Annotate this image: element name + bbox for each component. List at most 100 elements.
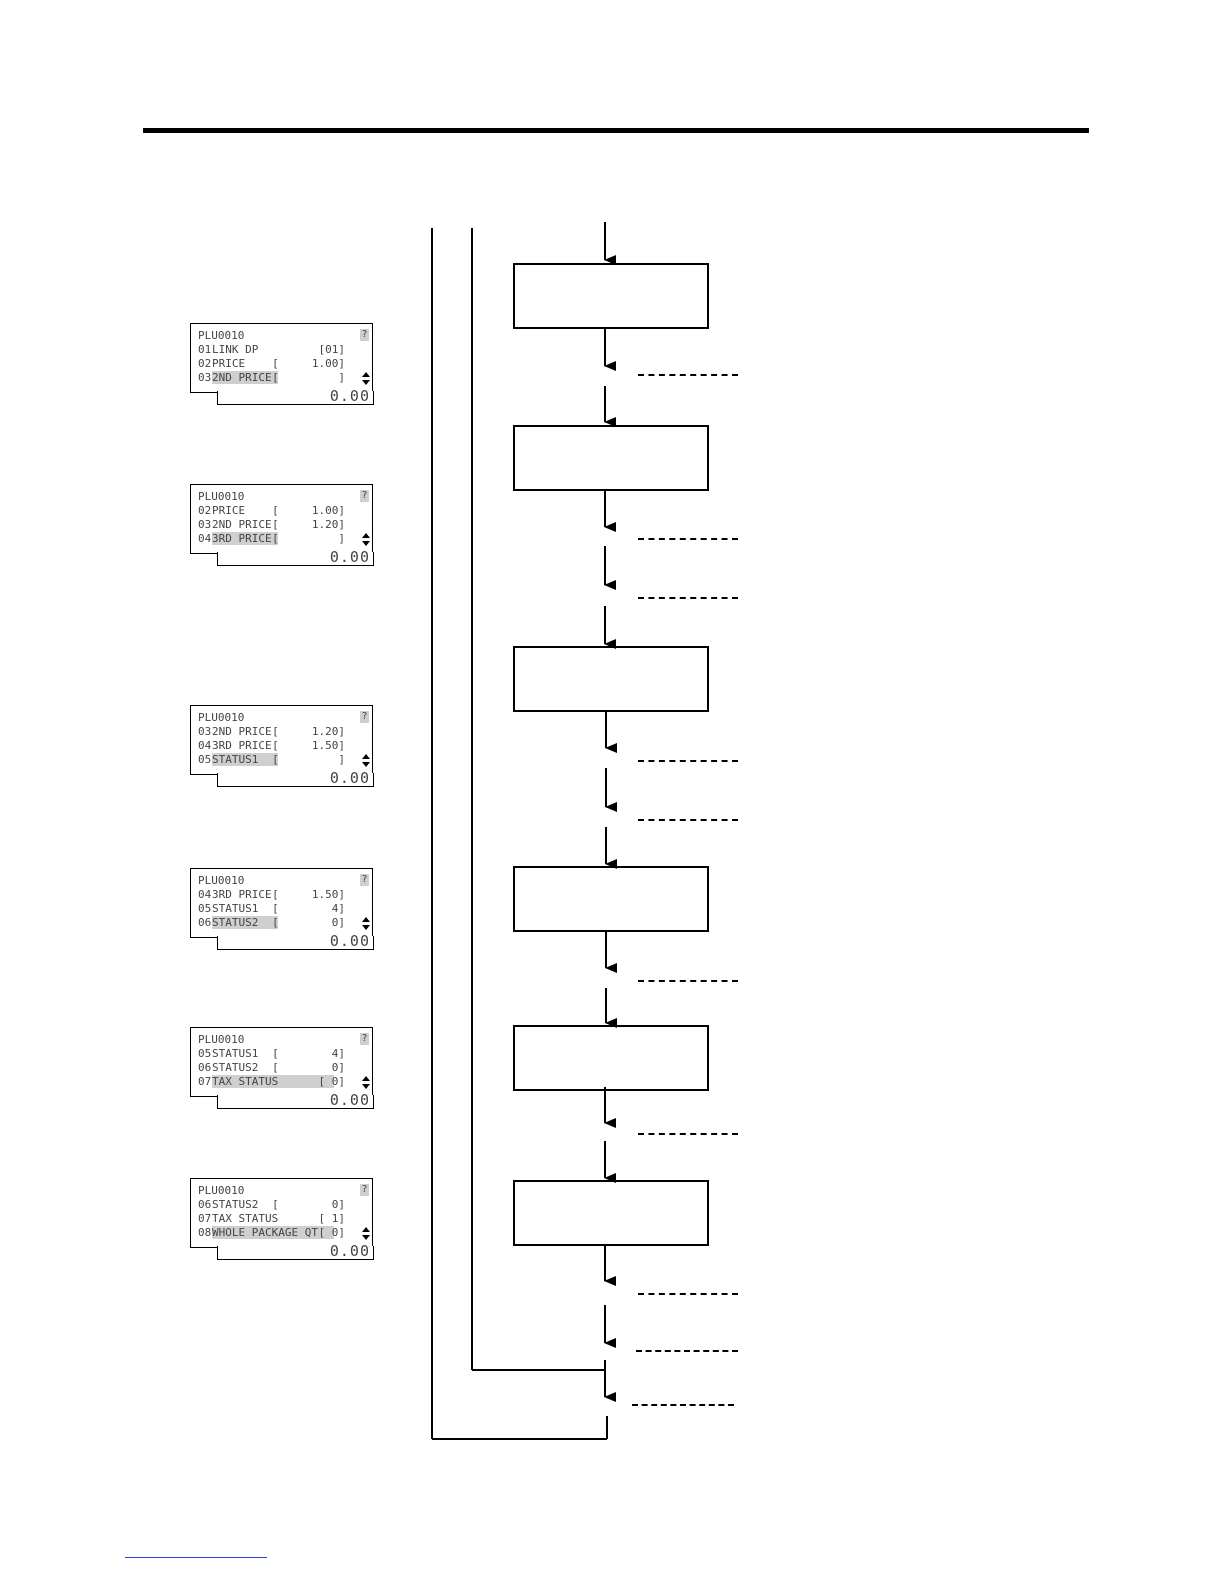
lcd-row-number: 05 xyxy=(198,1047,212,1060)
dashed-leader-7 xyxy=(638,1133,738,1135)
lcd-row-value: [ 0] xyxy=(318,1075,346,1088)
lcd-total: 0.00 xyxy=(329,1242,370,1260)
dashed-leader-3 xyxy=(638,597,738,599)
lcd-row-label: PRICE xyxy=(212,504,246,517)
lcd-row-number: 03 xyxy=(198,518,212,531)
dashed-leader-6 xyxy=(638,980,738,982)
up-down-arrow-icon xyxy=(362,1076,370,1089)
lcd-row: 05STATUS1 [ 4] xyxy=(198,1047,358,1060)
dashed-leader-4 xyxy=(638,760,738,762)
lcd-row: 07TAX STATUS [ 1] xyxy=(198,1212,358,1225)
lcd-row-label: 2ND PRICE xyxy=(212,725,272,738)
lcd-header: PLU0010 xyxy=(198,1033,245,1046)
lcd-row-label: STATUS2 xyxy=(212,916,278,929)
lcd-row-value: [ 0] xyxy=(272,1061,345,1074)
up-down-arrow-icon xyxy=(362,1227,370,1240)
lcd-total-tray: 0.00 xyxy=(217,932,374,950)
lcd-row-value: [ 1.00] xyxy=(272,504,345,517)
lcd-row-value: [01] xyxy=(318,343,346,356)
lcd-row-label: STATUS2 xyxy=(212,1198,259,1211)
lcd-total: 0.00 xyxy=(329,1091,370,1109)
lcd-row: 032ND PRICE[ 1.20] xyxy=(198,725,358,738)
lcd-total-tray: 0.00 xyxy=(217,1091,374,1109)
lcd-row: 06STATUS2 [ 0] xyxy=(198,1061,358,1074)
lcd-row-value: [ 1.20] xyxy=(272,725,345,738)
lcd-total-tray: 0.00 xyxy=(217,548,374,566)
lcd-row-number: 03 xyxy=(198,371,212,384)
lcd-total: 0.00 xyxy=(329,548,370,566)
lcd-row-label: 3RD PRICE xyxy=(212,532,278,545)
lcd-row-value: [ 1.50] xyxy=(272,888,345,901)
lcd-row-number: 02 xyxy=(198,357,212,370)
lcd-header: PLU0010 xyxy=(198,711,245,724)
lcd-row: 032ND PRICE[ 1.20] xyxy=(198,518,358,531)
lcd-row: 02PRICE[ 1.00] xyxy=(198,357,358,370)
up-down-arrow-icon xyxy=(362,754,370,767)
lcd-row-label: STATUS1 xyxy=(212,1047,259,1060)
lcd-row: 06STATUS2[ 0] xyxy=(198,916,358,929)
dashed-leader-8 xyxy=(638,1293,738,1295)
lcd-row-label: LINK DP xyxy=(212,343,259,356)
dashed-leader-10 xyxy=(632,1404,734,1406)
lcd-row-label: PRICE xyxy=(212,357,246,370)
question-mark-icon: ? xyxy=(360,490,369,502)
lcd-screen: PLU0010?043RD PRICE[ 1.50]05STATUS1[ 4]0… xyxy=(190,868,373,938)
lcd-display-4: PLU0010?043RD PRICE[ 1.50]05STATUS1[ 4]0… xyxy=(190,868,374,950)
lcd-row-number: 08 xyxy=(198,1226,212,1239)
lcd-row-number: 05 xyxy=(198,902,212,915)
top-rule xyxy=(143,128,1089,133)
lcd-row: 032ND PRICE[ ] xyxy=(198,371,358,384)
dashed-leader-2 xyxy=(638,538,738,540)
lcd-row-label: STATUS1 xyxy=(212,902,259,915)
lcd-row-label: STATUS2 xyxy=(212,1061,259,1074)
lcd-row: 05STATUS1[ ] xyxy=(198,753,358,766)
lcd-row-number: 02 xyxy=(198,504,212,517)
question-mark-icon: ? xyxy=(360,1184,369,1196)
dashed-leader-1 xyxy=(638,374,738,376)
lcd-row-number: 07 xyxy=(198,1075,212,1088)
flow-box-6 xyxy=(513,1180,709,1246)
lcd-row: 02PRICE [ 1.00] xyxy=(198,504,358,517)
lcd-row: 043RD PRICE[ ] xyxy=(198,532,358,545)
lcd-display-6: PLU0010?06STATUS2[ 0]07TAX STATUS [ 1] 08W… xyxy=(190,1178,374,1260)
question-mark-icon: ? xyxy=(360,711,369,723)
up-down-arrow-icon xyxy=(362,917,370,930)
lcd-total-tray: 0.00 xyxy=(217,1242,374,1260)
up-down-arrow-icon xyxy=(362,372,370,385)
lcd-row: 07TAX STATUS[ 0] xyxy=(198,1075,358,1088)
lcd-row-label: WHOLE PACKAGE QT xyxy=(212,1226,334,1239)
flow-box-2 xyxy=(513,425,709,491)
flow-box-4 xyxy=(513,866,709,932)
lcd-row-number: 06 xyxy=(198,916,212,929)
lcd-row-number: 01 xyxy=(198,343,212,356)
lcd-row-value: [ ] xyxy=(272,371,345,384)
lcd-row-label: 2ND PRICE xyxy=(212,371,278,384)
lcd-header: PLU0010 xyxy=(198,874,245,887)
lcd-row: 043RD PRICE[ 1.50] xyxy=(198,739,358,752)
lcd-display-5: PLU0010?05STATUS1[ 4]06STATUS2[ 0]07TAX … xyxy=(190,1027,374,1109)
lcd-row-value: [ 1] xyxy=(318,1212,346,1225)
lcd-row-value: [ 1.20] xyxy=(272,518,345,531)
lcd-header: PLU0010 xyxy=(198,490,245,503)
lcd-row-value: [ 4] xyxy=(272,1047,345,1060)
lcd-total: 0.00 xyxy=(329,387,370,405)
lcd-screen: PLU0010?032ND PRICE[ 1.20]043RD PRICE[ 1… xyxy=(190,705,373,775)
lcd-header: PLU0010 xyxy=(198,1184,245,1197)
lcd-row-label: TAX STATUS xyxy=(212,1212,279,1225)
lcd-row-label: 3RD PRICE xyxy=(212,888,272,901)
lcd-total: 0.00 xyxy=(329,932,370,950)
lcd-row-label: 2ND PRICE xyxy=(212,518,272,531)
lcd-row: 043RD PRICE[ 1.50] xyxy=(198,888,358,901)
lcd-row-number: 03 xyxy=(198,725,212,738)
lcd-row-number: 04 xyxy=(198,888,212,901)
lcd-row-number: 06 xyxy=(198,1061,212,1074)
lcd-row-number: 07 xyxy=(198,1212,212,1225)
lcd-row-number: 06 xyxy=(198,1198,212,1211)
lcd-row-value: [ 4] xyxy=(272,902,345,915)
lcd-row: 05STATUS1 [ 4] xyxy=(198,902,358,915)
dashed-leader-5 xyxy=(638,819,738,821)
lcd-row: 06STATUS2[ 0] xyxy=(198,1198,358,1211)
lcd-display-2: PLU0010?02PRICE[ 1.00]032ND PRICE[ 1.20]… xyxy=(190,484,374,566)
lcd-row: 01LINK DP [01] xyxy=(198,343,358,356)
